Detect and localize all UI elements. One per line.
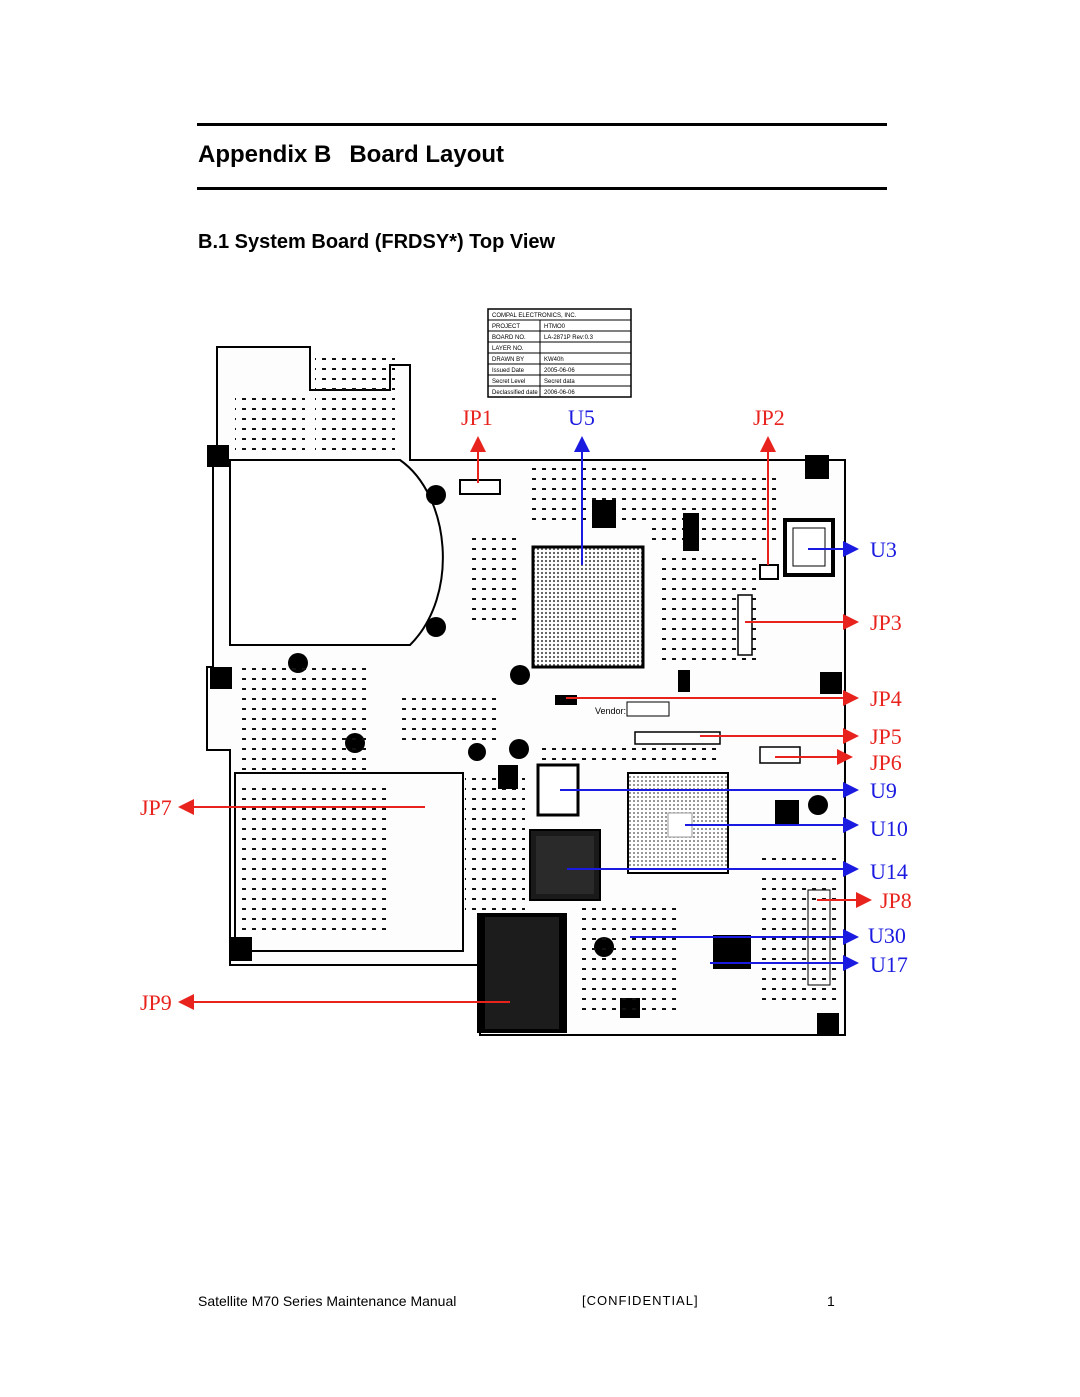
label-u5: U5 <box>568 405 595 430</box>
appendix-label: Appendix B <box>198 141 332 168</box>
label-u9: U9 <box>870 778 897 803</box>
label-jp5: JP5 <box>870 724 902 749</box>
label-jp8: JP8 <box>880 888 912 913</box>
chip-u3-die <box>792 527 826 567</box>
chip-u5 <box>531 545 645 669</box>
label-jp6: JP6 <box>870 750 902 775</box>
tb-v1: HTMO0 <box>544 324 566 330</box>
connector-jp2 <box>759 564 779 580</box>
appendix-title: Board Layout <box>349 141 505 168</box>
tb-v7: 2006-06-06 <box>544 390 575 396</box>
tb-company: COMPAL ELECTRONICS, INC. <box>492 313 577 319</box>
tb-k2: BOARD NO. <box>492 335 526 341</box>
page-title: Appendix B Board Layout <box>198 141 504 169</box>
tb-k6: Secret Level <box>492 379 525 385</box>
vendor-label: Vendor: <box>595 706 626 716</box>
top-rule <box>197 123 887 126</box>
connector-jp9-pins <box>485 917 559 1029</box>
connector-jp5 <box>634 731 721 745</box>
chip-u14-die <box>536 836 594 894</box>
tb-v6: Secret data <box>544 379 575 385</box>
vendor-box <box>626 701 670 717</box>
tb-v2: LA-2871P Rev:0.3 <box>544 335 594 341</box>
label-u17: U17 <box>870 952 908 977</box>
tb-k5: Issued Date <box>492 368 525 374</box>
tb-k4: DRAWN BY <box>492 357 524 363</box>
title-block: COMPAL ELECTRONICS, INC. PROJECT HTMO0 B… <box>487 308 632 398</box>
label-u30: U30 <box>868 923 906 948</box>
board-layout-diagram: Vendor: COMPAL ELECTRONICS, INC. PROJECT… <box>140 308 912 1036</box>
tb-k1: PROJECT <box>492 324 520 330</box>
bottom-rule <box>197 187 887 190</box>
tb-v5: 2005-06-06 <box>544 368 575 374</box>
label-jp4: JP4 <box>870 686 902 711</box>
footer-page-number: 1 <box>827 1293 835 1309</box>
connector-jp4 <box>555 695 577 705</box>
tb-v4: KW40h <box>544 357 564 363</box>
label-jp7: JP7 <box>140 795 172 820</box>
connector-jp6 <box>759 746 801 764</box>
label-jp1: JP1 <box>461 405 493 430</box>
label-jp2: JP2 <box>753 405 785 430</box>
label-u10: U10 <box>870 816 908 841</box>
footer-manual-title: Satellite M70 Series Maintenance Manual <box>198 1293 457 1309</box>
connector-jp1 <box>459 479 501 495</box>
label-jp9: JP9 <box>140 990 172 1015</box>
label-jp3: JP3 <box>870 610 902 635</box>
label-u14: U14 <box>870 859 908 884</box>
board-cutout <box>229 459 444 646</box>
connector-jp3 <box>737 594 753 656</box>
tb-k3: LAYER NO. <box>492 346 524 352</box>
label-u3: U3 <box>870 537 897 562</box>
section-heading: B.1 System Board (FRDSY*) Top View <box>198 231 556 253</box>
tb-k7: Declassified date <box>492 390 538 396</box>
footer-confidential: [CONFIDENTIAL] <box>582 1293 699 1308</box>
